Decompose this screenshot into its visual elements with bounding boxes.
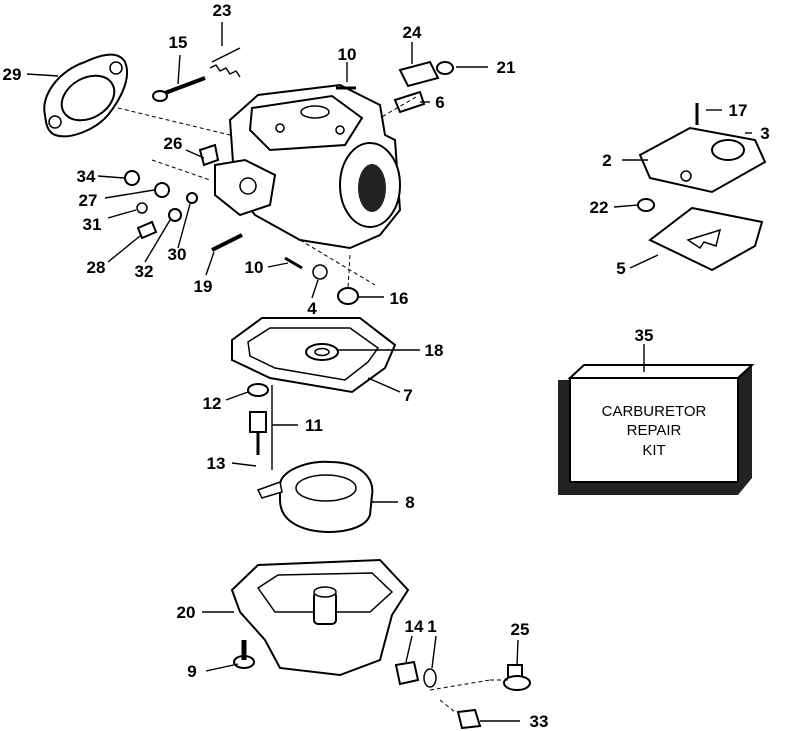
- callout-26: 26: [164, 134, 183, 153]
- callout-labels: 1 2 3 4 5 6 7 8 9 10 10 11 12 13 14 15 1…: [3, 1, 770, 731]
- callout-8: 8: [405, 493, 414, 512]
- callout-25: 25: [511, 620, 530, 639]
- repair-kit-box: CARBURETOR REPAIR KIT: [558, 364, 755, 495]
- callout-27: 27: [79, 191, 98, 210]
- callout-34: 34: [77, 167, 96, 186]
- callout-23: 23: [213, 1, 232, 20]
- callout-18: 18: [425, 341, 444, 360]
- callout-16: 16: [390, 289, 409, 308]
- pin-lower-part: [284, 256, 303, 270]
- pump-diaphragm-part: [648, 206, 764, 272]
- callout-10-upper: 10: [338, 45, 357, 64]
- jet-plug-cluster: [394, 660, 531, 730]
- callout-33: 33: [530, 712, 549, 731]
- bowl-screw-part: [233, 640, 255, 669]
- plate-bolt-cluster: [393, 60, 454, 114]
- callout-3: 3: [760, 124, 769, 143]
- callout-35: 35: [635, 326, 654, 345]
- kit-label-line1: CARBURETOR: [602, 403, 707, 420]
- needle-seat-part: [247, 383, 273, 470]
- callout-29: 29: [3, 65, 22, 84]
- float-bowl-part: [230, 558, 410, 677]
- callout-4: 4: [307, 299, 317, 318]
- callout-17: 17: [729, 101, 748, 120]
- callout-1: 1: [427, 617, 436, 636]
- leader-lines: [26, 22, 752, 722]
- callout-31: 31: [83, 215, 102, 234]
- callout-2: 2: [602, 151, 611, 170]
- callout-28: 28: [87, 258, 106, 277]
- callout-10-lower: 10: [245, 258, 264, 277]
- callout-24: 24: [403, 23, 422, 42]
- float-bowl-gasket-part: [231, 317, 397, 394]
- small-parts-cluster: [124, 143, 243, 252]
- nut-part: [337, 287, 359, 305]
- kit-label-line3: KIT: [642, 442, 665, 459]
- callout-20: 20: [177, 603, 196, 622]
- callout-12: 12: [203, 394, 222, 413]
- callout-5: 5: [616, 259, 625, 278]
- callout-13: 13: [207, 454, 226, 473]
- assembly-guide-lines: [117, 96, 510, 713]
- idle-screw-part: [152, 47, 241, 102]
- callout-19: 19: [194, 277, 213, 296]
- flange-gasket-part: [43, 53, 128, 138]
- callout-9: 9: [187, 662, 196, 681]
- pump-cover-part: [637, 103, 767, 212]
- callout-15: 15: [169, 33, 188, 52]
- float-part: [256, 460, 374, 533]
- callout-21: 21: [497, 58, 516, 77]
- callout-6: 6: [435, 93, 444, 112]
- callout-30: 30: [168, 245, 187, 264]
- callout-32: 32: [135, 262, 154, 281]
- callout-14: 14: [405, 617, 424, 636]
- carburetor-body-part: [214, 83, 402, 250]
- callout-22: 22: [590, 198, 609, 217]
- callout-7: 7: [403, 386, 412, 405]
- callout-11: 11: [305, 416, 323, 435]
- kit-label-line2: REPAIR: [627, 422, 682, 439]
- ball-part: [312, 264, 328, 280]
